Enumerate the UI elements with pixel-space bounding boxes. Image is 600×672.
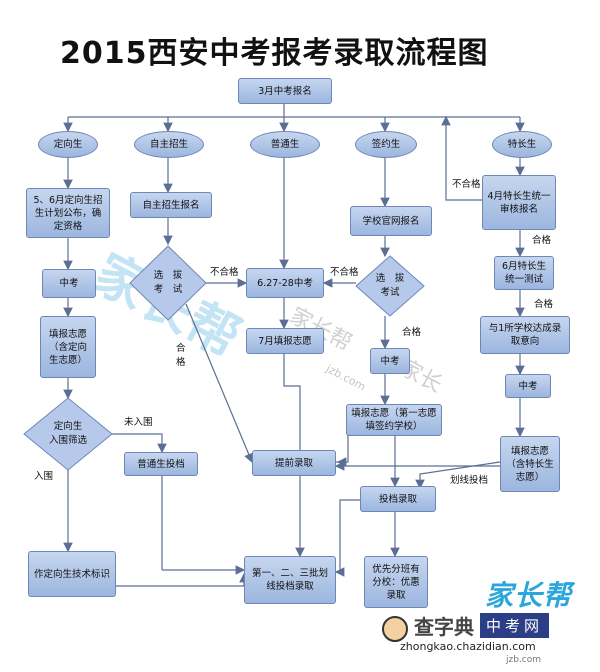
node-tc-june: 6月特长生统一测试 bbox=[494, 256, 554, 290]
label-fail-zz: 不合格 bbox=[210, 267, 239, 278]
mascot-icon bbox=[382, 616, 408, 642]
node-zzzs: 自主招生 bbox=[134, 131, 204, 158]
label-in: 入围 bbox=[34, 471, 54, 482]
label-fail-tc: 不合格 bbox=[452, 179, 481, 190]
node-dxs-plan: 5、6月定向生招生计划公布，确定资格 bbox=[26, 188, 110, 238]
node-tc-agree: 与1所学校达成录取意向 bbox=[480, 316, 570, 354]
node-zk2: 中考 bbox=[370, 348, 410, 374]
edge-tctest-fail bbox=[441, 115, 482, 201]
node-ptsd: 普通生投档 bbox=[124, 452, 198, 476]
page-title: 2015西安中考报考录取流程图 bbox=[60, 36, 489, 71]
edge-mark-batch bbox=[116, 572, 249, 587]
label-pass-qy: 合格 bbox=[402, 327, 422, 338]
site-brand-bar: 查字典 中考网 bbox=[380, 612, 585, 639]
edge-qy-early bbox=[336, 434, 349, 467]
diamond-select2-text: 选 拔 考试 bbox=[375, 273, 405, 298]
label-line-tc: 划线投档 bbox=[450, 475, 489, 486]
edge-tdlq-batch bbox=[334, 499, 360, 577]
site-brand-zhongkao: 中考网 bbox=[480, 612, 550, 638]
edge-screen-ptsd bbox=[112, 433, 167, 454]
node-fill1: 填报志愿（含定向生志愿） bbox=[40, 316, 96, 378]
node-zk3: 中考 bbox=[505, 374, 551, 398]
label-fail-qy: 不合格 bbox=[330, 267, 359, 278]
node-ptsheng: 普通生 bbox=[250, 131, 320, 158]
node-early: 提前录取 bbox=[252, 450, 336, 476]
node-zk1: 中考 bbox=[42, 269, 96, 298]
site-domain: zhongkao.chazidian.com bbox=[400, 640, 536, 653]
node-fill-july: 7月填报志愿 bbox=[246, 328, 324, 354]
diamond-select1 bbox=[129, 245, 207, 321]
edge-select1-early bbox=[185, 303, 254, 464]
label-not-in: 未入围 bbox=[124, 417, 153, 428]
diamond-select2 bbox=[355, 255, 425, 317]
node-tdlq: 投档录取 bbox=[360, 486, 436, 512]
jzb-domain: jzb.com bbox=[506, 655, 542, 665]
node-dxs: 定向生 bbox=[38, 131, 98, 158]
jzb-logo: 家长帮 bbox=[484, 579, 572, 612]
node-priority: 优先分班有分校：优惠录取 bbox=[364, 556, 428, 608]
node-exam: 6.27-28中考 bbox=[246, 268, 324, 298]
diamond-select1-text: 选 拔 考 试 bbox=[153, 270, 183, 295]
node-tcs: 特长生 bbox=[492, 131, 552, 158]
node-tc-test: 4月特长生统一审核报名 bbox=[482, 175, 556, 230]
node-zz-reg: 自主招生报名 bbox=[130, 192, 212, 218]
label-pass-zz: 合 格 bbox=[176, 343, 186, 368]
diamond-dxs-screen-text: 定向生 入围筛选 bbox=[48, 421, 87, 446]
site-brand-name: 查字典 bbox=[414, 614, 474, 639]
node-fill-tc: 填报志愿（含特长生志愿） bbox=[500, 436, 560, 492]
node-register: 3月中考报名 bbox=[238, 78, 332, 104]
label-pass-tc1: 合格 bbox=[532, 235, 552, 246]
node-fill-qy: 填报志愿（第一志愿填签约学校） bbox=[346, 404, 442, 436]
label-pass-tc2: 合格 bbox=[534, 299, 554, 310]
node-school-reg: 学校官网报名 bbox=[350, 206, 432, 236]
diamond-dxs-screen bbox=[23, 397, 113, 471]
node-qys: 签约生 bbox=[355, 131, 417, 158]
node-dx-mark: 作定向生技术标识 bbox=[28, 551, 116, 597]
node-batch: 第一、二、三批划线投档录取 bbox=[244, 556, 336, 604]
